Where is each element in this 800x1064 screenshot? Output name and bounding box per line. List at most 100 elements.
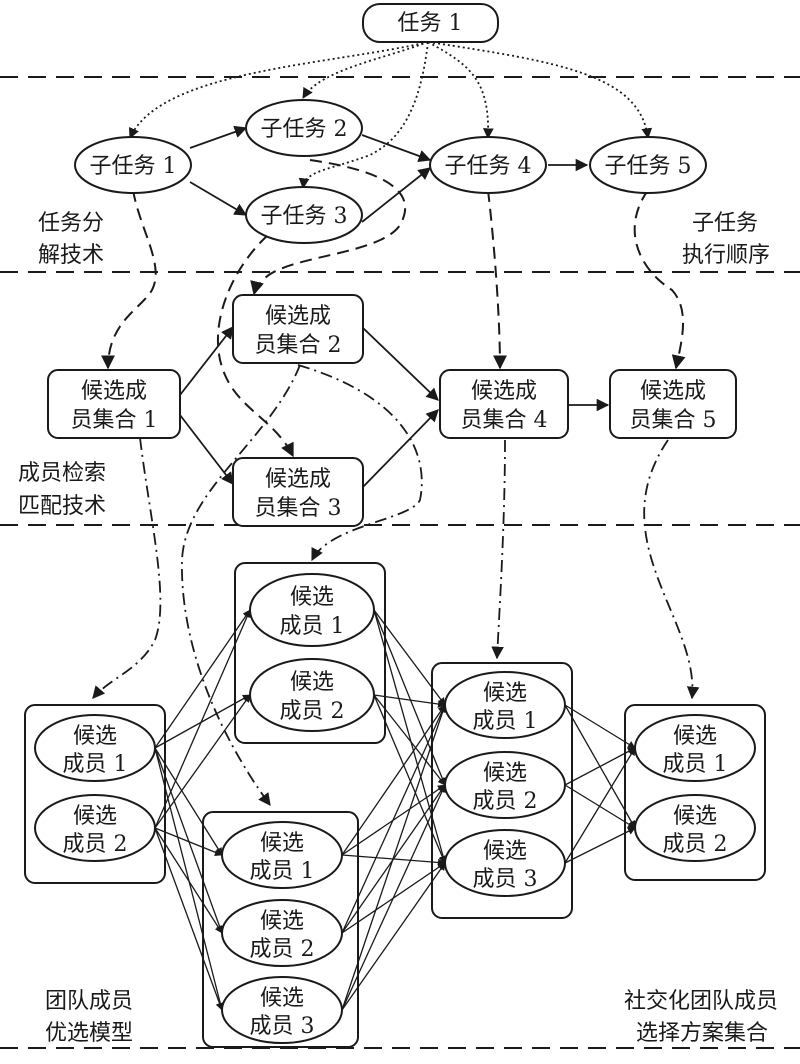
label-optimization-line1: 团队成员 — [45, 989, 133, 1014]
member-g5-1-line1: 候选 — [673, 724, 717, 749]
subtask-label-4: 子任务 4 — [445, 154, 532, 179]
arrow-s3-s4 — [361, 167, 431, 223]
connection-arrow — [373, 694, 446, 864]
label-order-line2: 执行顺序 — [682, 243, 770, 268]
connection-arrow — [341, 704, 446, 856]
subtask-node-4 — [429, 136, 547, 194]
match-s3-c3 — [216, 234, 294, 458]
connection-arrow — [341, 862, 446, 1011]
candidate-set-3-line1: 候选成 — [265, 467, 331, 492]
member-g4-2 — [444, 751, 566, 819]
member-groups — [24, 562, 766, 1048]
subtask-node-3 — [245, 186, 363, 244]
arrow-c1-c2 — [179, 326, 234, 396]
member-group-5 — [624, 704, 766, 881]
label-solutions-line1: 社交化团队成员 — [624, 989, 778, 1014]
candidate-set-2-line2: 员集合 2 — [255, 333, 342, 358]
match-s2-c2 — [250, 159, 407, 296]
member-g4-1-line1: 候选 — [483, 681, 527, 706]
member-g4-2-line1: 候选 — [483, 761, 527, 786]
connection-arrow — [373, 694, 446, 708]
member-g3-2-line2: 成员 2 — [250, 937, 315, 962]
candidate-set-4-line1: 候选成 — [471, 379, 537, 404]
candidate-set-2-line1: 候选成 — [265, 304, 331, 329]
layer-separators — [0, 76, 800, 1049]
candidate-set-3 — [232, 457, 364, 527]
member-group-3 — [202, 811, 359, 1048]
member-group-2 — [234, 562, 386, 744]
connection-arrow — [564, 704, 636, 749]
optimize-c1-g1 — [92, 437, 162, 699]
subtask-node-1 — [74, 136, 192, 194]
connection-arrow — [154, 694, 251, 749]
label-optimization-line2: 优选模型 — [45, 1021, 133, 1046]
member-g5-1-line2: 成员 1 — [663, 752, 728, 777]
optimize-c2-g3 — [181, 364, 301, 807]
optimize-c5-g5 — [643, 439, 700, 700]
arrow-c1-c3 — [179, 414, 234, 485]
member-g4-1 — [444, 671, 566, 739]
candidate-set-1 — [47, 369, 181, 439]
side-annotations: 任务分 解技术 子任务 执行顺序 成员检索 匹配技术 团队成员 优选模型 社交化… — [18, 211, 778, 1046]
label-matching-line1: 成员检索 — [18, 461, 106, 486]
member-g1-2 — [34, 794, 156, 862]
connection-arrow — [341, 784, 446, 1011]
member-g3-2 — [221, 899, 343, 967]
optimization-arrows — [92, 364, 700, 807]
candidate-set-4 — [439, 369, 569, 439]
nodes: 任务 1 子任务 1 子任务 2 子任务 3 子任务 4 子任务 5 候选成 员… — [34, 3, 756, 1044]
connection-arrow — [154, 747, 224, 934]
subtask-label-2: 子任务 2 — [261, 117, 348, 142]
connection-arrow — [154, 827, 224, 1011]
member-group-1 — [24, 704, 166, 884]
decompose-s1 — [129, 41, 429, 139]
connection-arrow — [154, 747, 225, 1011]
connection-arrow — [373, 694, 446, 786]
connection-arrow — [373, 609, 447, 864]
member-g1-1-line1: 候选 — [73, 724, 117, 749]
member-g1-2-line1: 候选 — [73, 804, 117, 829]
member-g2-2 — [249, 658, 375, 732]
member-g4-3-line1: 候选 — [483, 839, 527, 864]
connection-arrow — [373, 609, 446, 786]
match-s4-c4 — [487, 189, 507, 370]
decomposition-arrows — [129, 41, 653, 190]
connection-arrow — [564, 747, 636, 786]
arrow-c2-c4 — [361, 326, 439, 401]
member-g4-1-line2: 成员 1 — [473, 709, 538, 734]
member-g3-1 — [221, 821, 343, 889]
member-g2-2-line1: 候选 — [290, 670, 334, 695]
member-g3-2-line1: 候选 — [260, 909, 304, 934]
label-decomposition-line1: 任务分 — [38, 211, 104, 236]
subtask-label-1: 子任务 1 — [90, 154, 177, 179]
member-g1-1-line2: 成员 1 — [63, 752, 128, 777]
member-g4-3 — [444, 829, 566, 897]
connection-arrow — [154, 694, 251, 829]
member-g5-2-line1: 候选 — [673, 804, 717, 829]
member-g5-1 — [634, 714, 756, 782]
task-label: 任务 1 — [398, 11, 463, 36]
label-matching-line2: 匹配技术 — [18, 494, 106, 519]
member-g3-1-line1: 候选 — [260, 831, 304, 856]
subtask-label-5: 子任务 5 — [605, 154, 692, 179]
decompose-s5 — [427, 41, 653, 140]
candidate-set-5-line2: 员集合 5 — [630, 408, 717, 433]
member-g5-2 — [634, 794, 756, 862]
decompose-s4 — [427, 41, 494, 140]
subtask-node-2 — [245, 99, 363, 157]
connection-arrow — [154, 827, 223, 934]
match-s1-c1 — [101, 189, 157, 370]
arrow-c3-c4 — [361, 409, 439, 489]
member-g2-1-line1: 候选 — [290, 585, 334, 610]
matching-arrows — [101, 159, 686, 458]
member-g2-1 — [249, 573, 375, 647]
member-g3-3-line1: 候选 — [260, 986, 304, 1011]
connection-arrow — [564, 827, 636, 864]
member-g3-3-line2: 成员 3 — [250, 1014, 315, 1039]
member-g3-3 — [221, 976, 343, 1044]
member-g4-3-line2: 成员 3 — [473, 867, 538, 892]
connection-arrow — [154, 609, 251, 749]
arrow-s1-s3 — [189, 181, 248, 216]
